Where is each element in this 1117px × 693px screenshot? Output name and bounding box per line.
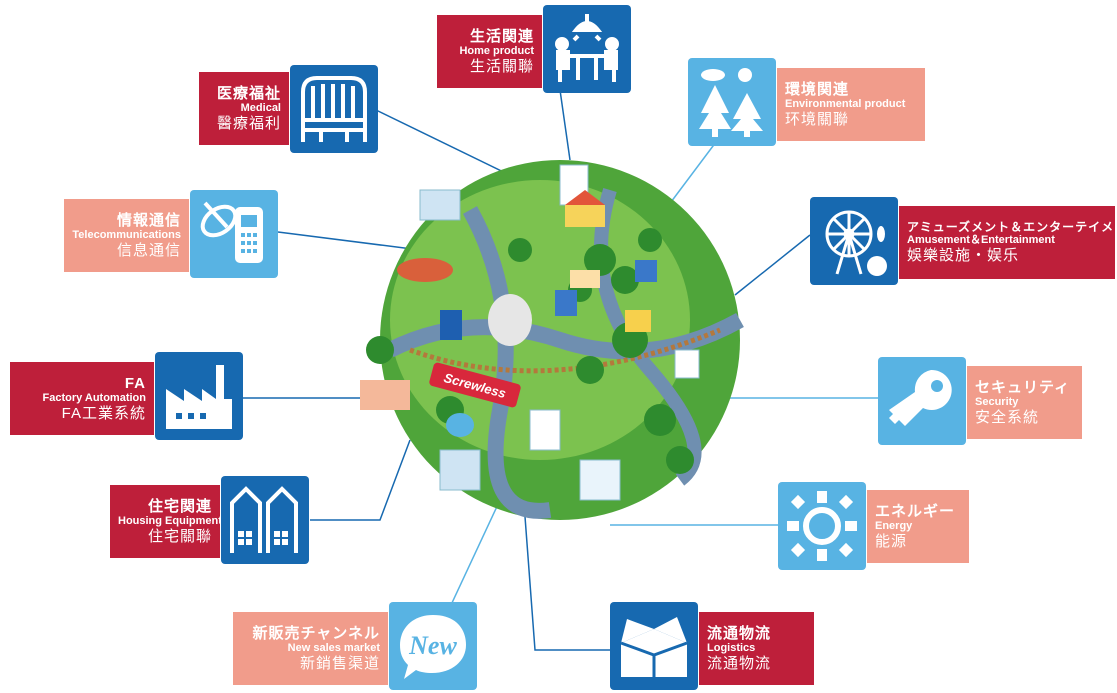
city-globe-illustration: Screwless	[360, 160, 744, 520]
home-cn: 生活關聯	[469, 57, 534, 75]
label-home-product: 生活関連 Home product 生活關聯	[437, 15, 542, 88]
new-bubble-text: New	[408, 631, 457, 660]
housing-cn: 住宅關聯	[147, 527, 212, 545]
security-jp: セキュリティ	[975, 378, 1071, 396]
medical-en: Medical	[240, 102, 281, 115]
security-en: Security	[975, 396, 1019, 409]
amusement-cn: 娛樂設施・娱乐	[907, 247, 1020, 265]
energy-jp: エネルギー	[875, 502, 956, 520]
label-security: セキュリティ Security 安全系統	[967, 366, 1082, 439]
home-en: Home product	[459, 45, 534, 58]
environment-cn: 环境關聯	[785, 110, 850, 128]
key-icon	[878, 357, 966, 445]
sales-en: New sales market	[287, 642, 380, 655]
medical-cn: 醫療福利	[216, 114, 281, 132]
table-lamp-icon	[543, 5, 631, 93]
label-housing-equipment: 住宅関連 Housing Equipment 住宅關聯	[110, 485, 222, 558]
telecom-jp: 情報通信	[116, 211, 181, 229]
home-jp: 生活関連	[469, 27, 534, 45]
connector-telecom	[277, 231, 421, 251]
environment-jp: 環境関連	[785, 80, 850, 98]
ferris-wheel-icon	[810, 197, 898, 285]
amusement-jp: アミューズメント＆エンターテイメント	[907, 219, 1117, 234]
trees-icon	[688, 58, 776, 146]
satellite-phone-icon	[190, 190, 278, 278]
label-energy: エネルギー Energy 能源	[867, 490, 969, 563]
box-icon	[610, 602, 698, 690]
label-amusement: アミューズメント＆エンターテイメント Amusement＆Entertainme…	[899, 206, 1117, 279]
factory-icon	[155, 352, 243, 440]
security-cn: 安全系統	[975, 408, 1040, 426]
fa-cn: FA工業系統	[61, 404, 146, 422]
energy-en: Energy	[875, 520, 913, 533]
connector-housing	[310, 439, 411, 521]
sales-cn: 新銷售渠道	[299, 654, 380, 672]
logistics-cn: 流通物流	[707, 654, 772, 672]
connector-medical	[375, 109, 521, 181]
fa-jp: FA	[124, 374, 146, 392]
logistics-en: Logistics	[707, 642, 756, 655]
connector-home	[559, 89, 571, 161]
label-logistics: 流通物流 Logistics 流通物流	[699, 612, 814, 685]
screwless-sign-board	[429, 362, 521, 408]
housing-jp: 住宅関連	[147, 497, 212, 515]
houses-icon	[221, 476, 309, 564]
amusement-en: Amusement＆Entertainment	[907, 234, 1055, 247]
energy-cn: 能源	[875, 532, 908, 550]
sun-icon	[778, 482, 866, 570]
fa-en: Factory Automation	[42, 392, 147, 405]
label-telecommunications: 情報通信 Telecommunications 信息通信	[64, 199, 189, 272]
connector-amusement	[734, 234, 811, 296]
telecom-en: Telecommunications	[72, 229, 181, 242]
hospital-bed-icon	[290, 65, 378, 153]
logistics-jp: 流通物流	[707, 624, 772, 642]
label-medical: 医療福祉 Medical 醫療福利	[199, 72, 289, 145]
label-factory-automation: FA Factory Automation FA工業系統	[10, 362, 154, 435]
telecom-cn: 信息通信	[116, 241, 181, 259]
housing-en: Housing Equipment	[118, 515, 222, 528]
label-new-sales-market: 新販売チャンネル New sales market 新銷售渠道	[233, 612, 388, 685]
sales-jp: 新販売チャンネル	[252, 624, 380, 642]
environment-en: Environmental product	[785, 98, 906, 111]
medical-jp: 医療福祉	[216, 84, 281, 102]
label-environmental: 環境関連 Environmental product 环境關聯	[777, 68, 925, 141]
new-bubble-icon: New	[389, 602, 477, 690]
